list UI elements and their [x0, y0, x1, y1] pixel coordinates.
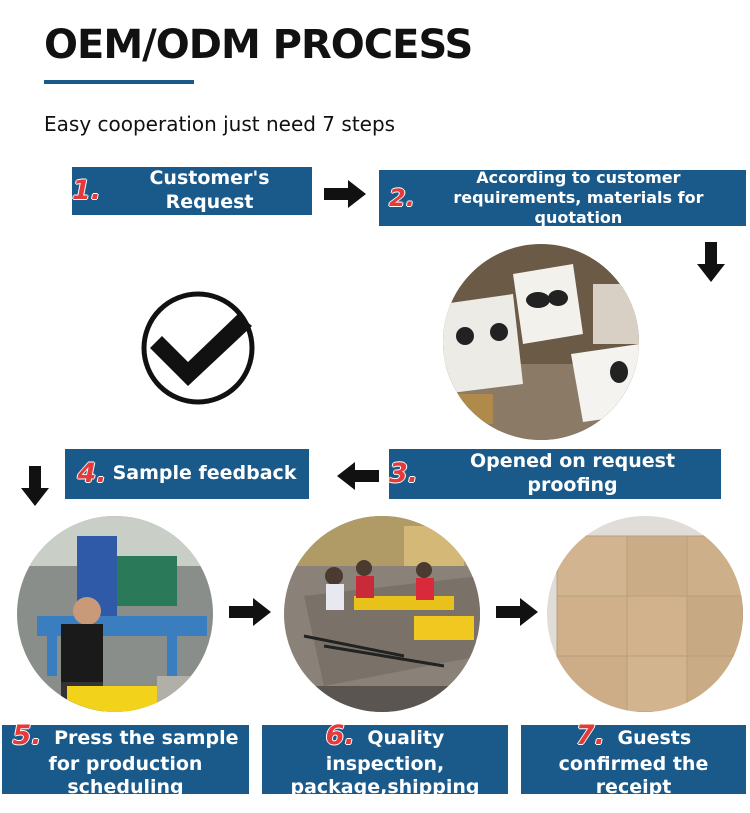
- step-2-box: 2. According to customer requirements, m…: [379, 168, 746, 227]
- photo-packed-cartons: [547, 516, 743, 712]
- page-subtitle: Easy cooperation just need 7 steps: [44, 112, 396, 136]
- step-7-number: 7.: [575, 719, 605, 751]
- title-underline: [44, 80, 194, 84]
- arrow-right-icon: [324, 180, 366, 208]
- arrow-down-icon: [697, 242, 725, 282]
- step-6-text: Quality inspection, package,shipping: [290, 726, 480, 799]
- arrow-down-left-icon: [21, 466, 49, 506]
- step-6-box: 6. Quality inspection, package,shipping: [262, 720, 508, 798]
- arrow-right-icon-2: [229, 598, 271, 626]
- step-1-text: Customer's Request: [149, 167, 270, 213]
- step-1-number: 1.: [72, 175, 102, 207]
- photo-welding-workshop: [17, 516, 213, 712]
- step-4-number: 4.: [77, 458, 107, 490]
- photo-assembly-line: [284, 516, 480, 712]
- step-5-box: 5. Press the sample for production sched…: [2, 720, 249, 798]
- step-3-text: Opened on request proofing: [469, 450, 676, 496]
- step-2-text: According to customer requirements, mate…: [453, 168, 704, 227]
- step-3-number: 3.: [389, 458, 419, 490]
- step-4-text: Sample feedback: [112, 462, 297, 485]
- step-1-box: 1. Customer's Request: [72, 167, 312, 215]
- step-6-number: 6.: [325, 719, 355, 751]
- arrow-left-icon: [337, 462, 379, 490]
- arrow-right-icon-3: [496, 598, 538, 626]
- step-7-box: 7. Guests confirmed the receipt: [521, 720, 746, 798]
- step-7-text: Guests confirmed the receipt: [558, 726, 709, 799]
- step-4-box: 4. Sample feedback: [65, 449, 309, 499]
- photo-metal-boxes: [443, 244, 639, 440]
- page-title: OEM/ODM PROCESS: [44, 22, 473, 68]
- step-5-text: Press the sample for production scheduli…: [48, 726, 239, 799]
- check-circle-icon: [141, 291, 255, 405]
- step-5-number: 5.: [12, 719, 42, 751]
- step-2-number: 2.: [389, 184, 415, 212]
- step-3-box: 3. Opened on request proofing: [389, 449, 721, 499]
